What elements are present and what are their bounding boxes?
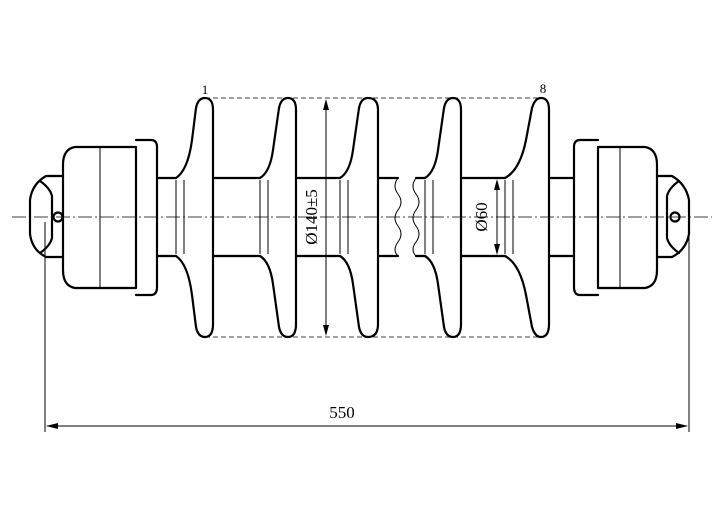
core-diameter-dimension: Ø60: [472, 179, 500, 255]
shed-5: [503, 96, 557, 339]
shed-diameter-dimension: Ø140±5: [302, 99, 329, 336]
break-symbol: [394, 177, 420, 257]
right-end-fitting: [553, 138, 691, 297]
shed-3: [338, 96, 380, 339]
core-diameter-label: Ø60: [472, 202, 491, 231]
insulator-core: [175, 176, 514, 258]
overall-length-label: 550: [329, 403, 355, 422]
shed-1: [174, 96, 215, 339]
shed-diameter-label: Ø140±5: [302, 189, 321, 245]
shed-2: [258, 96, 298, 339]
shed-4: [423, 96, 463, 339]
shed-number-last: 8: [540, 81, 547, 96]
overall-length-dimension: 550: [44, 222, 690, 432]
shed-number-first: 1: [202, 82, 209, 97]
left-end-fitting: [28, 138, 178, 297]
